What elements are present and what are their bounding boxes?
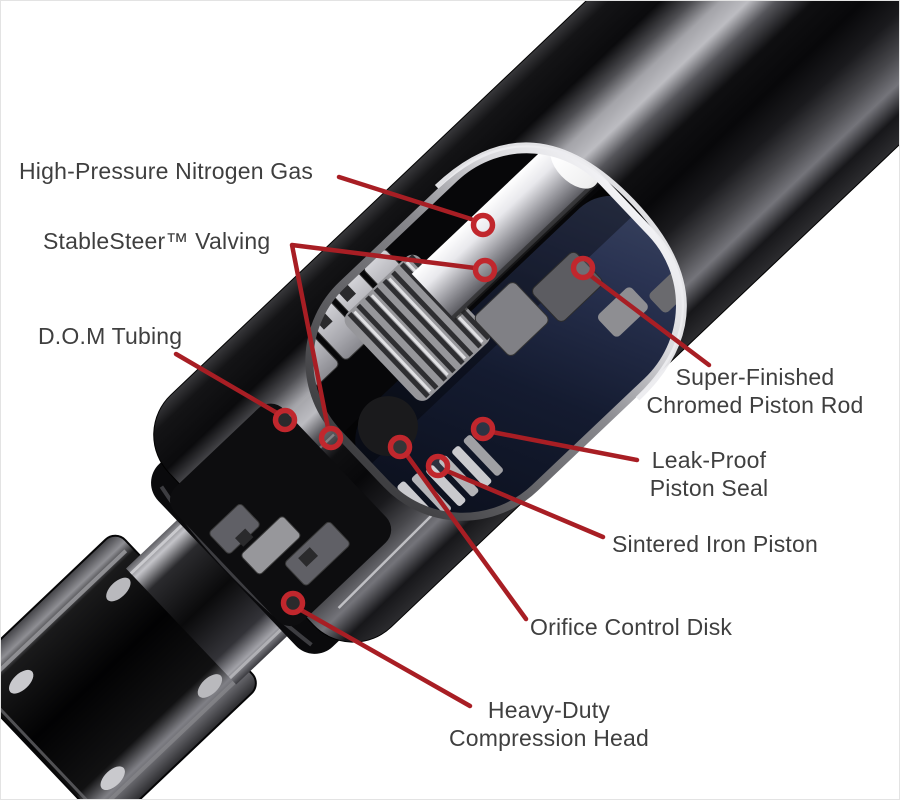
label-dom-tubing: D.O.M Tubing bbox=[38, 323, 183, 349]
label-sintered-iron-piston: Sintered Iron Piston bbox=[612, 531, 819, 557]
compression-head-mechanism bbox=[169, 403, 392, 627]
callout-ring-seal bbox=[470, 416, 496, 442]
callout-line-valving bbox=[289, 242, 478, 431]
label-stablesteer-valving: StableSteer™ Valving bbox=[43, 228, 271, 254]
label-leak-proof-piston-seal: Leak-Proof Piston Seal bbox=[649, 447, 769, 501]
piston-threads bbox=[344, 254, 491, 401]
cutaway-rim bbox=[305, 145, 684, 521]
callout-ring-valving-lower bbox=[318, 425, 344, 451]
label-high-pressure-nitrogen-gas: High-Pressure Nitrogen Gas bbox=[19, 158, 314, 184]
callout-ring-nitrogen bbox=[470, 212, 496, 238]
callout-ring-rod bbox=[570, 255, 596, 281]
callout-ring-piston bbox=[425, 453, 451, 479]
callout-line-dom bbox=[173, 351, 280, 416]
label-orifice-control-disk: Orifice Control Disk bbox=[530, 614, 733, 640]
callout-line-nitrogen bbox=[336, 174, 474, 222]
callout-line-seal bbox=[489, 429, 640, 463]
bolt-hole bbox=[100, 766, 125, 791]
callouts bbox=[173, 174, 712, 709]
callout-line-head bbox=[298, 607, 473, 709]
bolt-hole bbox=[106, 577, 131, 602]
callout-line-rod bbox=[588, 273, 712, 368]
callout-ring-valving-upper bbox=[472, 257, 498, 283]
callout-ring-orifice bbox=[387, 434, 413, 460]
callout-ring-dom bbox=[272, 407, 298, 433]
label-heavy-duty-compression-head: Heavy-Duty Compression Head bbox=[448, 697, 650, 751]
callout-line-orifice bbox=[403, 451, 529, 622]
bolt-hole bbox=[8, 669, 34, 694]
bolt-hole bbox=[197, 674, 223, 698]
callout-line-piston bbox=[444, 468, 606, 540]
label-chromed-piston-rod: Super-Finished Chromed Piston Rod bbox=[646, 364, 864, 418]
callout-ring-head bbox=[280, 590, 306, 616]
